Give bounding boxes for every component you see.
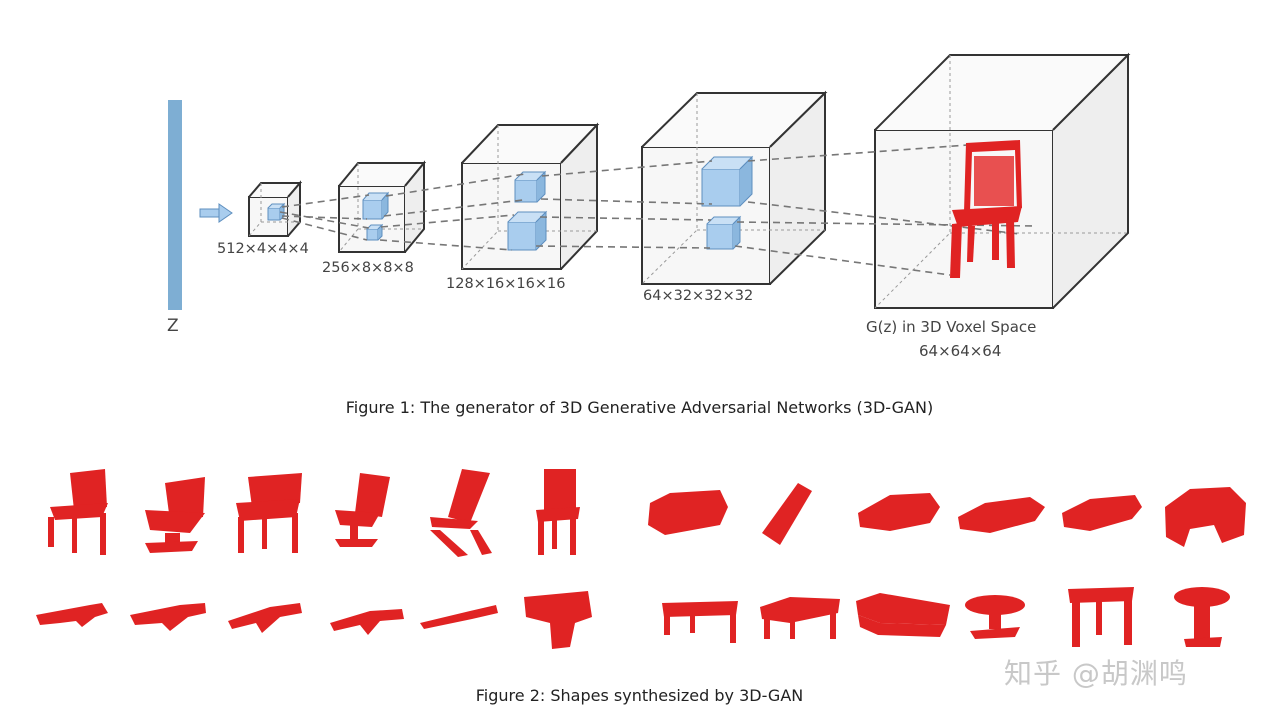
synthesized-shapes-svg — [36, 469, 1246, 649]
layer-4-dim-label: 64×32×32×32 — [643, 288, 754, 304]
car-shape-4 — [958, 497, 1045, 533]
chair-shape-6 — [536, 469, 580, 555]
cube-layer-2 — [338, 160, 427, 253]
table-shape-3 — [856, 593, 950, 637]
chair-shape-2 — [145, 477, 205, 553]
gun-shape-1 — [36, 603, 108, 627]
car-shape-3 — [858, 493, 940, 531]
gun-shape-6 — [524, 591, 592, 649]
gun-shape-3 — [228, 603, 302, 633]
car-shape-6 — [1165, 487, 1246, 547]
car-shape-2 — [762, 483, 812, 545]
cube-layer-4 — [641, 90, 828, 285]
car-shape-1 — [648, 490, 728, 535]
figure-1-generator-diagram: Z 512×4×4×4 256×8×8×8 128×16×16×16 64×32… — [167, 52, 1131, 360]
layer-1-dim-label: 512×4×4×4 — [217, 241, 309, 257]
layer-2-dim-label: 256×8×8×8 — [322, 260, 414, 276]
chair-shape-1 — [48, 469, 108, 555]
cube-layer-3 — [461, 122, 600, 270]
table-shape-6 — [1174, 587, 1230, 647]
latent-vector-label: Z — [167, 316, 179, 336]
table-shape-2 — [760, 597, 840, 639]
zhihu-watermark: 知乎 @胡渊鸣 — [1004, 657, 1188, 690]
figure-2-caption: Figure 2: Shapes synthesized by 3D-GAN — [475, 686, 804, 705]
layer-3-dim-label: 128×16×16×16 — [446, 276, 566, 292]
output-label-line-2: 64×64×64 — [919, 342, 1002, 360]
output-label-line-1: G(z) in 3D Voxel Space — [866, 318, 1037, 336]
figure-2-shapes-grid — [0, 455, 1279, 685]
generator-architecture-svg — [168, 52, 1131, 310]
chair-shape-4 — [335, 473, 390, 547]
table-shape-4 — [965, 595, 1025, 639]
generated-chair-shape — [950, 140, 1022, 278]
figure-1-caption: Figure 1: The generator of 3D Generative… — [345, 398, 934, 417]
chair-shape-5 — [430, 469, 492, 557]
input-arrow-icon — [199, 203, 233, 223]
gun-shape-4 — [330, 609, 404, 635]
gun-shape-5 — [420, 605, 498, 629]
table-shape-5 — [1068, 587, 1134, 647]
gun-shape-2 — [130, 603, 206, 631]
cube-layer-1 — [248, 180, 303, 237]
latent-vector-bar — [168, 100, 182, 310]
car-shape-5 — [1062, 495, 1142, 531]
table-shape-1 — [662, 601, 738, 643]
chair-shape-3 — [236, 473, 302, 553]
